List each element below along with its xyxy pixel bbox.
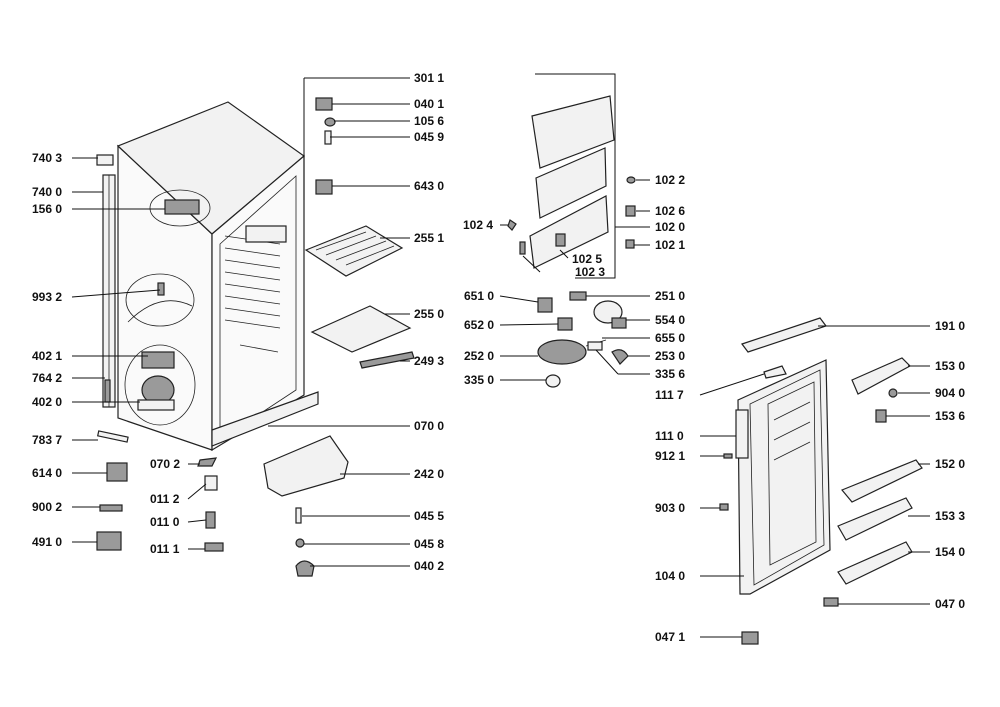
label-047-1: 047 1 bbox=[655, 630, 685, 644]
label-045-8: 045 8 bbox=[414, 537, 444, 551]
left-small-parts bbox=[96, 154, 224, 552]
label-253-0: 253 0 bbox=[655, 349, 685, 363]
label-643-0: 643 0 bbox=[414, 179, 444, 193]
label-252-0: 252 0 bbox=[464, 349, 494, 363]
label-191-0: 191 0 bbox=[935, 319, 965, 333]
label-993-2: 993 2 bbox=[32, 290, 62, 304]
label-764-2: 764 2 bbox=[32, 371, 62, 385]
label-111-0: 111 0 bbox=[655, 429, 684, 443]
label-249-3: 249 3 bbox=[414, 354, 444, 368]
label-335-6: 335 6 bbox=[655, 367, 685, 381]
center-parts bbox=[263, 97, 415, 577]
label-255-1: 255 1 bbox=[414, 231, 444, 245]
refrigerator-cabinet bbox=[102, 101, 319, 452]
label-045-9: 045 9 bbox=[414, 130, 444, 144]
label-011-2: 011 2 bbox=[150, 492, 180, 506]
label-011-0: 011 0 bbox=[150, 515, 180, 529]
label-040-2: 040 2 bbox=[414, 559, 444, 573]
label-402-1: 402 1 bbox=[32, 349, 62, 363]
label-154-0: 154 0 bbox=[935, 545, 965, 559]
label-900-2: 900 2 bbox=[32, 500, 62, 514]
label-047-0: 047 0 bbox=[935, 597, 965, 611]
label-011-1: 011 1 bbox=[150, 542, 180, 556]
label-045-5: 045 5 bbox=[414, 509, 444, 523]
label-102-4: 102 4 bbox=[463, 218, 493, 232]
refrigerator-door bbox=[719, 317, 923, 645]
label-904-0: 904 0 bbox=[935, 386, 965, 400]
label-102-3: 102 3 bbox=[575, 265, 605, 279]
label-102-6: 102 6 bbox=[655, 204, 685, 218]
label-655-0: 655 0 bbox=[655, 331, 685, 345]
label-104-0: 104 0 bbox=[655, 569, 685, 583]
label-740-3: 740 3 bbox=[32, 151, 62, 165]
label-255-0: 255 0 bbox=[414, 307, 444, 321]
label-614-0: 614 0 bbox=[32, 466, 62, 480]
label-070-2: 070 2 bbox=[150, 457, 180, 471]
label-156-0: 156 0 bbox=[32, 202, 62, 216]
label-912-1: 912 1 bbox=[655, 449, 685, 463]
label-070-0: 070 0 bbox=[414, 419, 444, 433]
label-111-7: 111 7 bbox=[655, 388, 684, 402]
label-652-0: 652 0 bbox=[464, 318, 494, 332]
label-152-0: 152 0 bbox=[935, 457, 965, 471]
label-102-2: 102 2 bbox=[655, 173, 685, 187]
label-335-0: 335 0 bbox=[464, 373, 494, 387]
part-labels: 301 1 040 1 105 6 045 9 643 0 255 1 255 … bbox=[32, 71, 965, 644]
thermostat-parts bbox=[537, 291, 629, 388]
label-402-0: 402 0 bbox=[32, 395, 62, 409]
leader-lines bbox=[71, 77, 930, 638]
label-153-3: 153 3 bbox=[935, 509, 965, 523]
label-242-0: 242 0 bbox=[414, 467, 444, 481]
label-102-5: 102 5 bbox=[572, 252, 602, 266]
label-251-0: 251 0 bbox=[655, 289, 685, 303]
label-491-0: 491 0 bbox=[32, 535, 62, 549]
label-153-6: 153 6 bbox=[935, 409, 965, 423]
label-783-7: 783 7 bbox=[32, 433, 62, 447]
label-040-1: 040 1 bbox=[414, 97, 444, 111]
label-651-0: 651 0 bbox=[464, 289, 494, 303]
freezer-door-parts bbox=[507, 73, 636, 279]
label-903-0: 903 0 bbox=[655, 501, 685, 515]
label-102-1: 102 1 bbox=[655, 238, 685, 252]
label-740-0: 740 0 bbox=[32, 185, 62, 199]
label-554-0: 554 0 bbox=[655, 313, 685, 327]
label-301-1: 301 1 bbox=[414, 71, 444, 85]
label-102-0: 102 0 bbox=[655, 220, 685, 234]
label-105-6: 105 6 bbox=[414, 114, 444, 128]
label-153-0: 153 0 bbox=[935, 359, 965, 373]
